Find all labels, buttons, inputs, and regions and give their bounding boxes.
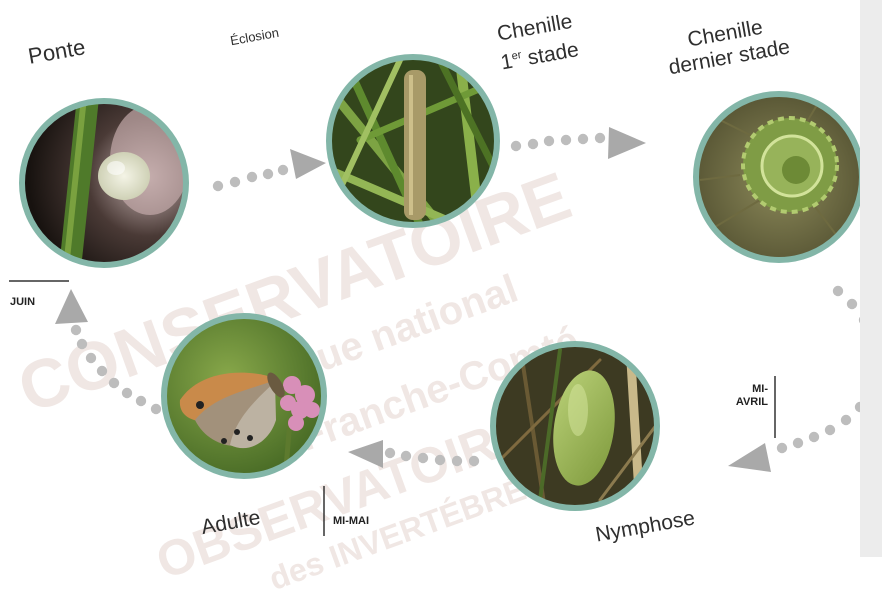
path-dot (97, 366, 107, 376)
date-label-mi-mai: MI-MAI (333, 515, 369, 528)
path-dot (561, 135, 571, 145)
path-dot (77, 339, 87, 349)
path-dot (825, 425, 835, 435)
path-dot (578, 134, 588, 144)
path-dot (109, 378, 119, 388)
path-dot (469, 456, 479, 466)
path-dot (151, 404, 161, 414)
heath-butterfly-photo (160, 310, 330, 480)
curled-caterpillar-photo (690, 90, 870, 270)
mi-avril-line1: MI- (728, 383, 768, 396)
arrow-to-nymphose (728, 443, 771, 472)
young-caterpillar-photo (325, 55, 505, 230)
path-dot (435, 455, 445, 465)
chrysalis-photo (490, 340, 660, 510)
path-dot (418, 453, 428, 463)
path-dot (230, 177, 240, 187)
right-sidebar-panel (860, 0, 882, 557)
path-dot (263, 169, 273, 179)
path-dot (595, 133, 605, 143)
path-dot (777, 443, 787, 453)
path-dot (122, 388, 132, 398)
chenille-first-superscript: er (511, 49, 523, 63)
path-dot (71, 325, 81, 335)
date-label-mi-avril: MI- AVRIL (728, 383, 768, 409)
path-dot (793, 438, 803, 448)
life-cycle-diagram (0, 0, 882, 557)
date-label-juin: JUIN (10, 296, 35, 309)
path-dot (247, 172, 257, 182)
path-dot (528, 139, 538, 149)
arrow-to-chenille2 (608, 127, 646, 159)
path-dot (213, 181, 223, 191)
egg-on-stem-photo (20, 94, 190, 275)
path-dot (841, 415, 851, 425)
arrow-to-ponte (55, 289, 88, 324)
path-dot (544, 136, 554, 146)
path-dot (278, 165, 288, 175)
path-dot (809, 432, 819, 442)
path-dot (401, 451, 411, 461)
path-dot (385, 448, 395, 458)
arrow-to-adulte (348, 440, 383, 468)
arrow-to-chenille1 (290, 149, 326, 179)
path-dot (136, 396, 146, 406)
path-dot (511, 141, 521, 151)
path-dot (452, 456, 462, 466)
mi-avril-line2: AVRIL (728, 396, 768, 409)
path-dot (847, 299, 857, 309)
path-dot (833, 286, 843, 296)
path-dot (86, 353, 96, 363)
